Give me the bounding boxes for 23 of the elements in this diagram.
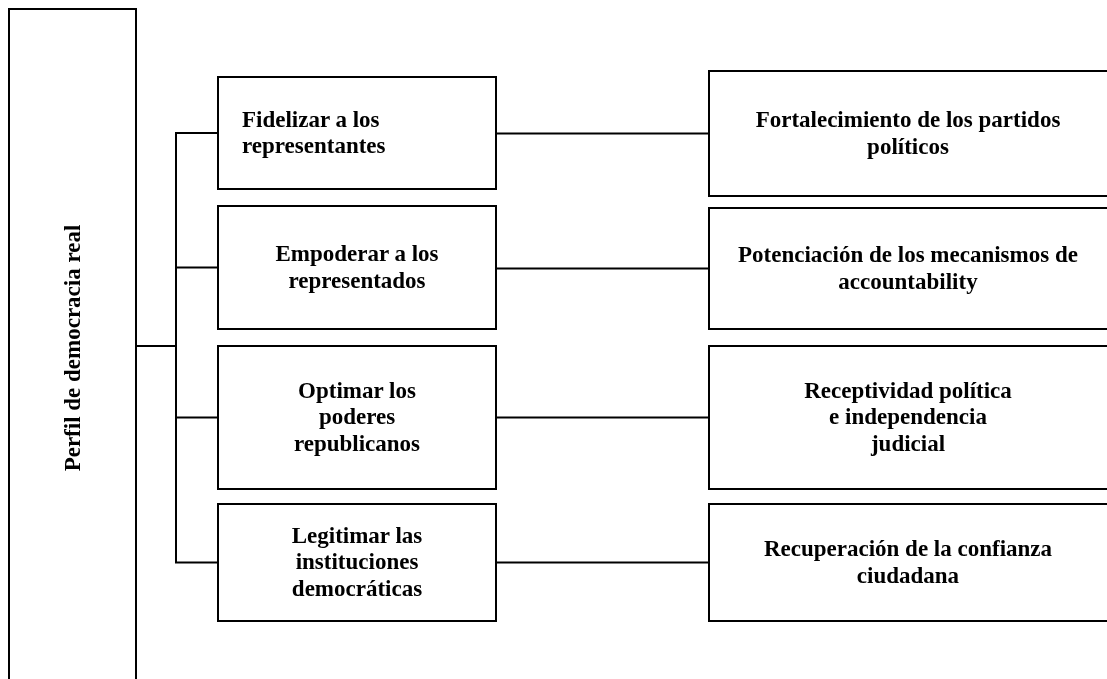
box-label: Fortalecimiento de los partidos políticos xyxy=(754,107,1062,160)
connector-line xyxy=(136,345,218,564)
text-box xyxy=(217,205,497,330)
text-box xyxy=(217,76,497,190)
connector-line xyxy=(496,416,709,419)
text-box xyxy=(708,207,1107,330)
box-label: Empoderar a los representados xyxy=(274,241,440,294)
box-label: Potenciación de los mecanismos de accountability xyxy=(737,242,1079,295)
box-label: Legitimar las instituciones democráticas xyxy=(290,522,424,603)
connector-line xyxy=(496,132,709,135)
box-label: Receptividad política e independencia judicial xyxy=(803,377,1013,458)
connector-line xyxy=(496,561,709,564)
text-box xyxy=(217,345,497,490)
text-box xyxy=(708,70,1107,197)
box-label: Recuperación de la confianza ciudadana xyxy=(762,536,1054,589)
vertical-title: Perfil de democracia real xyxy=(58,224,86,472)
box-label: Fidelizar a los representantes xyxy=(242,106,387,160)
box-label: Optimar los poderes republicanos xyxy=(292,377,422,458)
text-box xyxy=(708,345,1107,490)
vertical-title-box xyxy=(8,8,137,679)
text-box xyxy=(708,503,1107,622)
connector-line xyxy=(496,267,709,270)
text-box xyxy=(217,503,497,622)
